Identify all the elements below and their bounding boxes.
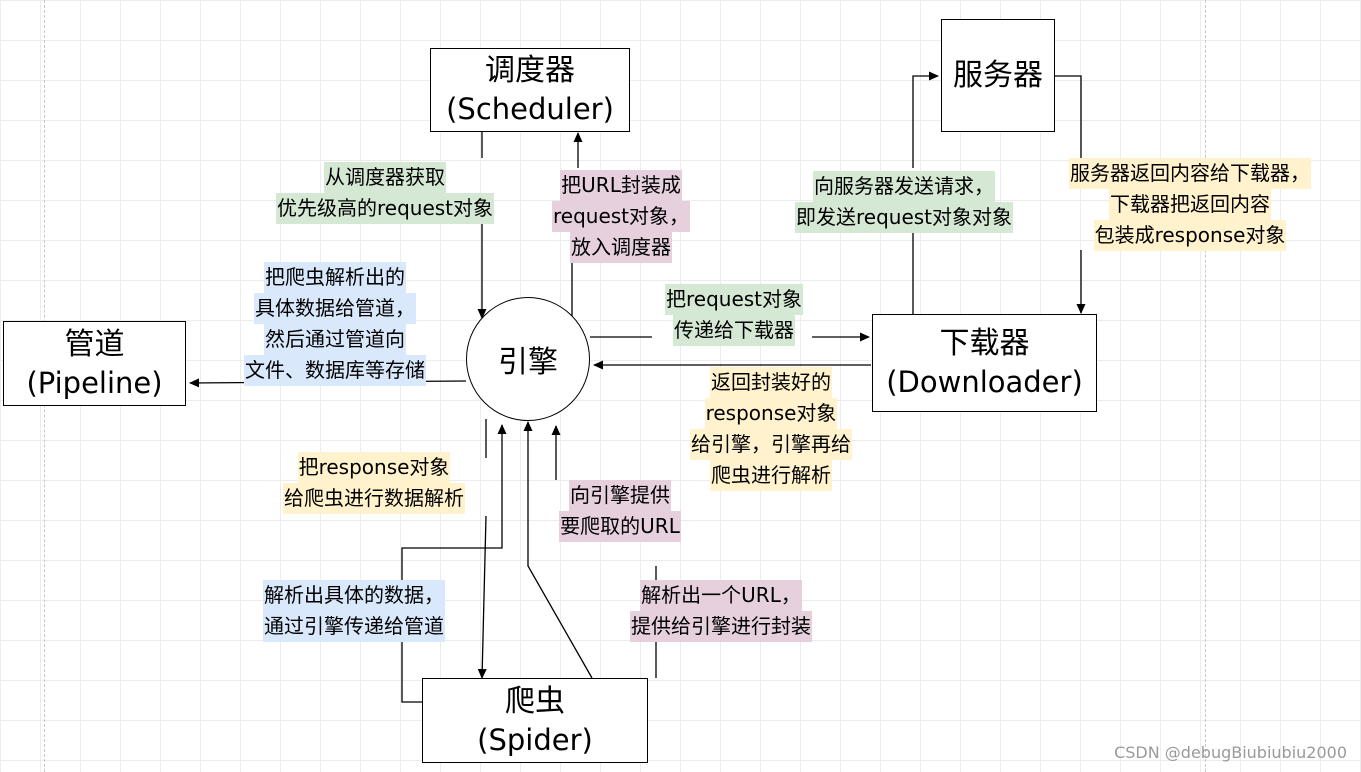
label-downloader-to-engine: 返回封装好的 response对象 给引擎，引擎再给 爬虫进行解析 bbox=[668, 367, 874, 491]
spider-subtitle: (Spider) bbox=[477, 722, 593, 757]
label-line: 把爬虫解析出的 bbox=[264, 262, 406, 293]
server-node[interactable]: 服务器 bbox=[941, 19, 1055, 132]
label-line: 服务器返回内容给下载器， bbox=[1069, 158, 1311, 189]
pipeline-node[interactable]: 管道 (Pipeline) bbox=[3, 321, 186, 406]
label-line: 下载器把返回内容 bbox=[1109, 189, 1271, 220]
edge-downloader-to-server bbox=[912, 76, 938, 314]
server-title: 服务器 bbox=[953, 57, 1043, 93]
label-line: 爬虫进行解析 bbox=[710, 460, 832, 491]
downloader-title: 下载器 bbox=[939, 326, 1030, 361]
label-line: 提供给引擎进行封装 bbox=[630, 611, 812, 642]
label-line: 从调度器获取 bbox=[324, 162, 446, 193]
engine-title: 引擎 bbox=[498, 345, 558, 380]
label-line: 传递给下载器 bbox=[673, 315, 795, 346]
downloader-node[interactable]: 下载器 (Downloader) bbox=[872, 314, 1097, 412]
downloader-subtitle: (Downloader) bbox=[886, 365, 1083, 399]
label-line: 然后通过管道向 bbox=[264, 324, 406, 355]
label-spider-data-to-engine: 解析出具体的数据， 通过引擎传递给管道 bbox=[226, 580, 482, 642]
edge-spider-parse-url bbox=[523, 421, 593, 679]
label-line: 把request对象 bbox=[664, 284, 804, 315]
label-engine-to-scheduler: 把URL封装成 request对象， 放入调度器 bbox=[538, 170, 704, 263]
scheduler-subtitle: (Scheduler) bbox=[446, 92, 614, 126]
edge-engine-to-scheduler bbox=[572, 133, 578, 317]
pipeline-title: 管道 bbox=[64, 326, 125, 362]
watermark: CSDN @debugBiubiubiu2000 bbox=[1114, 743, 1347, 762]
spider-title: 爬虫 bbox=[505, 683, 565, 719]
label-line: 把URL封装成 bbox=[560, 170, 682, 201]
label-spider-parse-url: 解析出一个URL， 提供给引擎进行封装 bbox=[596, 580, 846, 642]
label-line: 把response对象 bbox=[297, 452, 451, 483]
label-line: response对象 bbox=[704, 398, 838, 429]
label-engine-to-spider: 把response对象 给爬虫进行数据解析 bbox=[250, 452, 498, 514]
spider-node[interactable]: 爬虫 (Spider) bbox=[422, 678, 648, 763]
label-server-to-downloader: 服务器返回内容给下载器， 下载器把返回内容 包装成response对象 bbox=[1040, 158, 1340, 251]
label-line: 优先级高的request对象 bbox=[275, 193, 495, 224]
label-line: 解析出具体的数据， bbox=[263, 580, 445, 611]
label-line: 放入调度器 bbox=[570, 232, 672, 263]
label-line: 要爬取的URL bbox=[559, 511, 681, 542]
label-line: 给爬虫进行数据解析 bbox=[283, 483, 465, 514]
label-line: 具体数据给管道， bbox=[254, 293, 416, 324]
label-downloader-to-server: 向服务器发送请求， 即发送request对象对象 bbox=[766, 171, 1042, 233]
label-engine-to-pipeline: 把爬虫解析出的 具体数据给管道， 然后通过管道向 文件、数据库等存储 bbox=[210, 262, 460, 386]
label-line: 包装成response对象 bbox=[1093, 220, 1287, 251]
label-line: 即发送request对象对象 bbox=[794, 202, 1014, 233]
label-line: 通过引擎传递给管道 bbox=[263, 611, 445, 642]
label-line: request对象， bbox=[551, 201, 691, 232]
label-line: 文件、数据库等存储 bbox=[244, 355, 426, 386]
edge-spider-data-to-engine bbox=[401, 424, 507, 703]
engine-node[interactable]: 引擎 bbox=[466, 297, 590, 421]
scheduler-title: 调度器 bbox=[485, 53, 575, 88]
label-line: 向服务器发送请求， bbox=[813, 171, 995, 202]
scheduler-node[interactable]: 调度器 (Scheduler) bbox=[430, 48, 630, 132]
pipeline-subtitle: (Pipeline) bbox=[26, 365, 163, 400]
label-line: 解析出一个URL， bbox=[640, 580, 802, 611]
label-line: 给引擎，引擎再给 bbox=[690, 429, 852, 460]
label-line: 向引擎提供 bbox=[569, 480, 671, 511]
edge-engine-to-spider bbox=[482, 419, 486, 678]
label-engine-to-downloader: 把request对象 传递给下载器 bbox=[646, 284, 822, 346]
edge-server-to-downloader bbox=[1055, 75, 1081, 313]
page-guide-right bbox=[1205, 0, 1206, 772]
label-scheduler-to-engine: 从调度器获取 优先级高的request对象 bbox=[255, 162, 515, 224]
label-line: 返回封装好的 bbox=[710, 367, 832, 398]
label-spider-url-to-engine: 向引擎提供 要爬取的URL bbox=[536, 480, 704, 542]
